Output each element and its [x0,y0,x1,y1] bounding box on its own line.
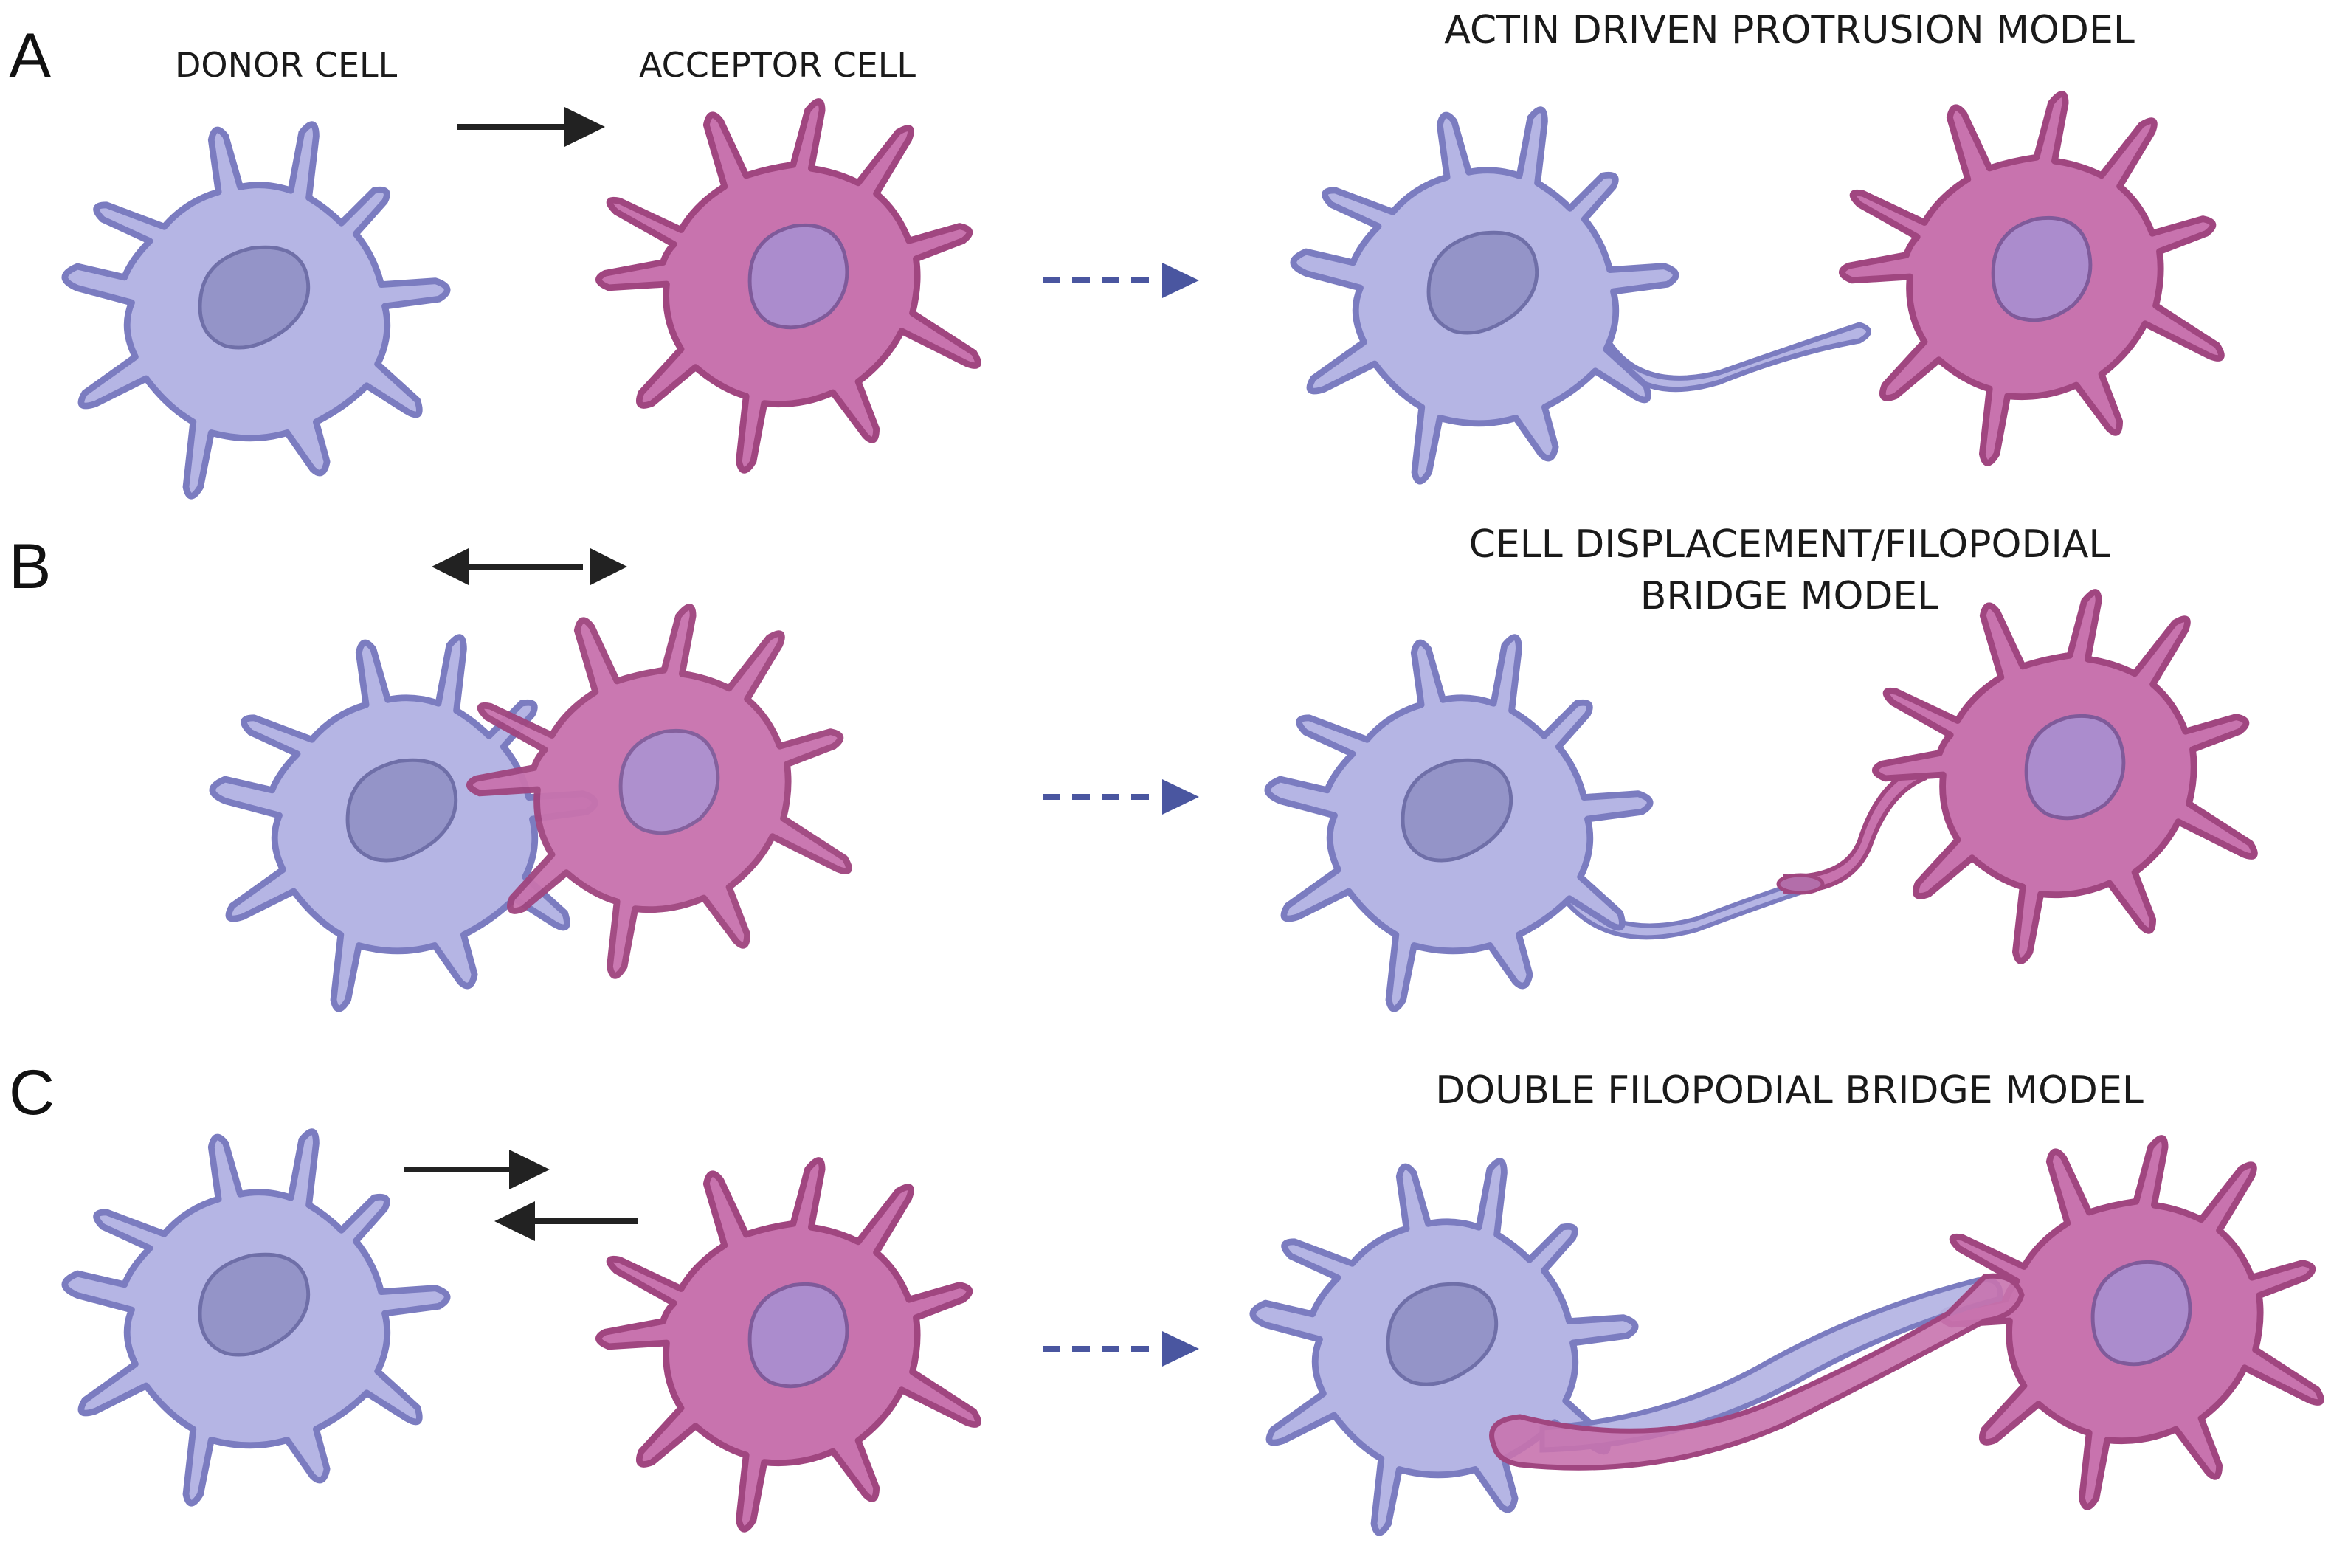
acceptor-cell-b [469,607,849,976]
dashed-arrow-c [1043,1331,1199,1367]
double-filopodial-bridge-c [1489,1273,2025,1471]
double-arrow-b [432,548,627,585]
donor-cell-b-result [1268,638,1650,1009]
acceptor-cell-c [598,1161,978,1530]
donor-cell-label: DONOR CELL [175,45,398,85]
acceptor-cell-a-result [1842,94,2221,463]
dashed-arrow-b [1043,779,1199,815]
donor-cell-a [65,125,447,497]
panel-a-title: ACTIN DRIVEN PROTRUSION MODEL [1444,8,2135,52]
arrow-right-c [404,1150,550,1189]
panel-b-title-line2: BRIDGE MODEL [1640,574,1939,618]
protrusion-bridge-a [1609,322,1871,393]
panel-letter-a: A [9,21,52,91]
acceptor-cell-c-result [1941,1139,2321,1507]
panel-letter-c: C [9,1057,55,1128]
panel-b-title-line1: CELL DISPLACEMENT/FILOPODIAL [1469,522,2110,567]
donor-cell-c [65,1132,447,1504]
panel-c-title: DOUBLE FILOPODIAL BRIDGE MODEL [1435,1068,2144,1113]
donor-cell-c-result [1253,1161,1635,1533]
acceptor-cell-a [598,102,978,471]
dashed-arrow-a [1043,263,1199,298]
acceptor-cell-label: ACCEPTOR CELL [639,45,916,85]
acceptor-cell-b-result [1875,593,2254,961]
panel-letter-b: B [9,531,51,602]
arrow-left-c [494,1201,638,1241]
donor-cell-a-result [1294,110,1676,482]
arrow-donor-to-acceptor-a [457,107,605,147]
